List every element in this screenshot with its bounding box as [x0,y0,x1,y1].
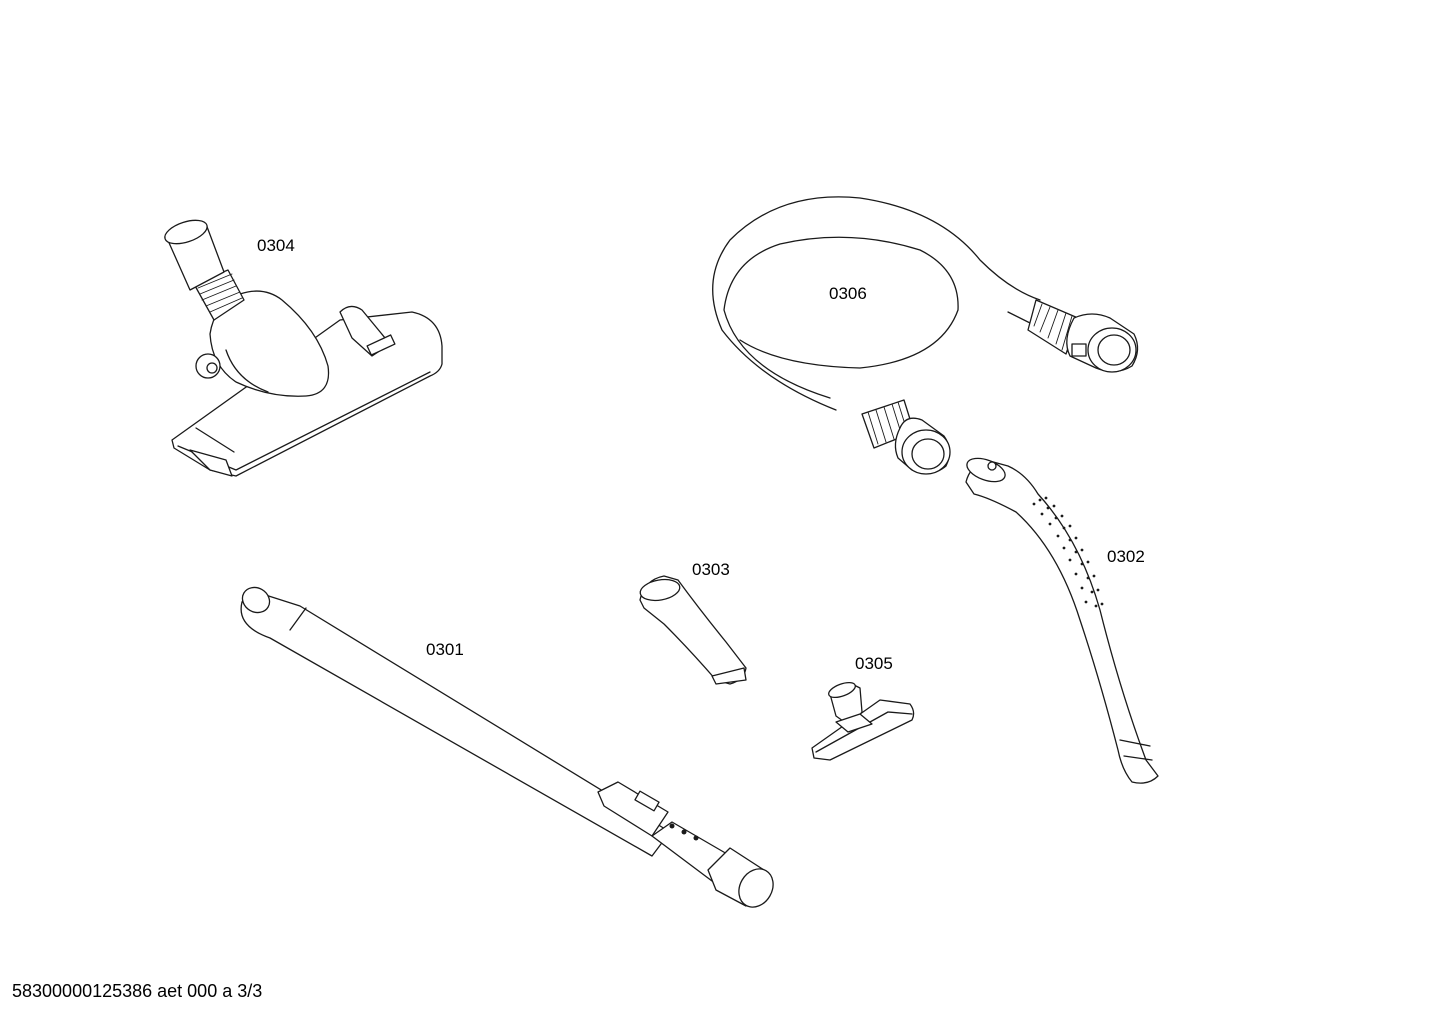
part-number-label-0302: 0302 [1107,547,1145,566]
part-number-label-0303: 0303 [692,560,730,579]
crevice-tool-part [639,575,747,685]
upholstery-nozzle-part [811,681,915,761]
telescopic-tube-part [240,586,774,908]
floor-nozzle-part [164,219,443,477]
part-number-label-0304: 0304 [257,236,295,255]
document-id-footer: 58300000125386 aet 000 a 3/3 [12,981,263,1001]
hose-part [712,196,1139,475]
part-number-label-0306: 0306 [829,284,867,303]
part-number-label-0301: 0301 [426,640,464,659]
part-number-label-0305: 0305 [855,654,893,673]
handle-part [965,457,1159,784]
